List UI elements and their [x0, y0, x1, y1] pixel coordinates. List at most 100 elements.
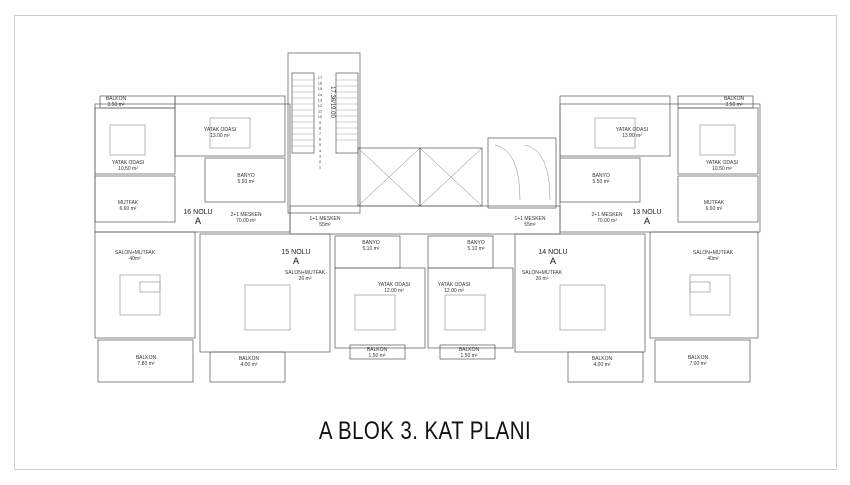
unit-13-bed2	[677, 107, 759, 175]
stair-right	[487, 137, 557, 209]
stair-flight	[335, 72, 359, 154]
room-area: 4.00 m²	[241, 362, 258, 368]
unit-15-balcony-small	[349, 344, 406, 360]
unit-number: 15 NOLU	[281, 249, 310, 256]
room-area: 6.60 m²	[120, 206, 137, 212]
stair-step-number: 17	[318, 75, 323, 80]
room-area: 3.50 m²	[108, 102, 125, 108]
room-area: 12.00 m²	[444, 288, 464, 294]
room-label: BALKON	[459, 347, 480, 353]
room-label: BALKON	[688, 355, 709, 361]
room-area: 55m²	[319, 222, 331, 228]
room-label: SALON+MUTFAK	[115, 250, 156, 256]
unit-15-bed	[334, 267, 426, 349]
room-label: BANYO	[362, 240, 380, 246]
room-label: YATAK ODASI	[378, 282, 410, 288]
room-area: 10.50 m²	[712, 166, 732, 172]
room-area: 7.00 m²	[690, 361, 707, 367]
plan-title: A BLOK 3. KAT PLANI	[318, 417, 532, 445]
room-area: 7.80 m²	[138, 361, 155, 367]
room-area: 13.00 m²	[210, 133, 230, 139]
unit-13-bath	[559, 157, 641, 203]
room-area: 26 m²	[536, 276, 549, 282]
stair-step-number: 14	[318, 92, 323, 97]
stair-step-number: 13	[318, 97, 323, 102]
stair-step-number: 3	[319, 153, 322, 158]
unit-13-bed1	[559, 95, 671, 157]
room-label: YATAK ODASI	[112, 160, 144, 166]
unit-type: A	[195, 216, 201, 226]
unit-type: A	[550, 256, 556, 266]
room-label: BALKON	[136, 355, 157, 361]
room-label: YATAK ODASI	[204, 127, 236, 133]
room-area: 55m²	[524, 222, 536, 228]
stair-step-number: 15	[318, 86, 323, 91]
room-label: BANYO	[237, 173, 255, 179]
room-area: 70.00 m²	[597, 218, 617, 224]
unit-number: 16 NOLU	[183, 209, 212, 216]
stair-step-number: 16	[318, 81, 323, 86]
unit-14-balcony	[567, 351, 644, 383]
stair-step-number: 12	[318, 103, 323, 108]
stair-core	[287, 52, 361, 214]
room-label: 2+1 MESKEN	[231, 212, 262, 218]
unit-13-balcony	[654, 339, 751, 383]
stair-step-number: 9	[319, 120, 322, 125]
room-label: MUTFAK	[118, 200, 139, 206]
room-area: 40m²	[129, 256, 141, 262]
room-label: BANYO	[592, 173, 610, 179]
room-area: 4.00 m²	[594, 362, 611, 368]
stair-code: 17.36/19.00	[329, 86, 335, 118]
unit-type: A	[644, 216, 650, 226]
room-area: 26 m²	[299, 276, 312, 282]
unit-16-living	[94, 231, 196, 339]
room-label: BALKON	[592, 356, 613, 362]
room-label: 1+1 MESKEN	[310, 216, 341, 222]
room-label: SALON+MUTFAK	[285, 270, 326, 276]
room-label: SALON+MUTFAK	[693, 250, 734, 256]
room-area: 5.10 m²	[468, 246, 485, 252]
stair-step-number: 7	[319, 131, 322, 136]
room-area: 3.50 m²	[726, 102, 743, 108]
room-area: 40m²	[707, 256, 719, 262]
room-label: YATAK ODASI	[438, 282, 470, 288]
stair-flight	[291, 72, 315, 154]
unit-14-bed	[427, 267, 514, 349]
room-area: 70.00 m²	[236, 218, 256, 224]
room-label: 2+1 MESKEN	[592, 212, 623, 218]
unit-13-kitchen	[677, 175, 759, 223]
unit-13-living	[649, 231, 759, 339]
room-label: MUTFAK	[704, 200, 725, 206]
room-label: BALKON	[106, 96, 127, 102]
stair-step-number: 5	[319, 142, 322, 147]
room-label: BALKON	[239, 356, 260, 362]
unit-15-balcony	[209, 351, 286, 383]
stair-step-number: 1	[319, 165, 322, 170]
room-label: YATAK ODASI	[616, 127, 648, 133]
unit-16-bath	[204, 157, 286, 203]
room-area: 5.10 m²	[363, 246, 380, 252]
stair-step-number: 4	[319, 148, 322, 153]
room-area: 5.50 m²	[593, 179, 610, 185]
room-label: 1+1 MESKEN	[515, 216, 546, 222]
room-area: 1.50 m²	[461, 353, 478, 359]
unit-14-living	[514, 233, 646, 353]
unit-number: 14 NOLU	[538, 249, 567, 256]
room-area: 12.00 m²	[384, 288, 404, 294]
unit-16-bed2	[94, 107, 176, 175]
stair-step-number: 11	[318, 109, 323, 114]
room-label: BALKON	[367, 347, 388, 353]
stair-step-number: 2	[319, 159, 322, 164]
room-label: BANYO	[467, 240, 485, 246]
unit-14-balcony-small	[439, 344, 496, 360]
room-label: YATAK ODASI	[706, 160, 738, 166]
unit-16-kitchen	[94, 175, 176, 223]
stair-step-number: 10	[318, 114, 323, 119]
room-area: 1.50 m²	[369, 353, 386, 359]
stair-step-number: 8	[319, 125, 322, 130]
room-label: SALON+MUTFAK	[522, 270, 563, 276]
unit-number: 13 NOLU	[632, 209, 661, 216]
room-area: 10.50 m²	[118, 166, 138, 172]
